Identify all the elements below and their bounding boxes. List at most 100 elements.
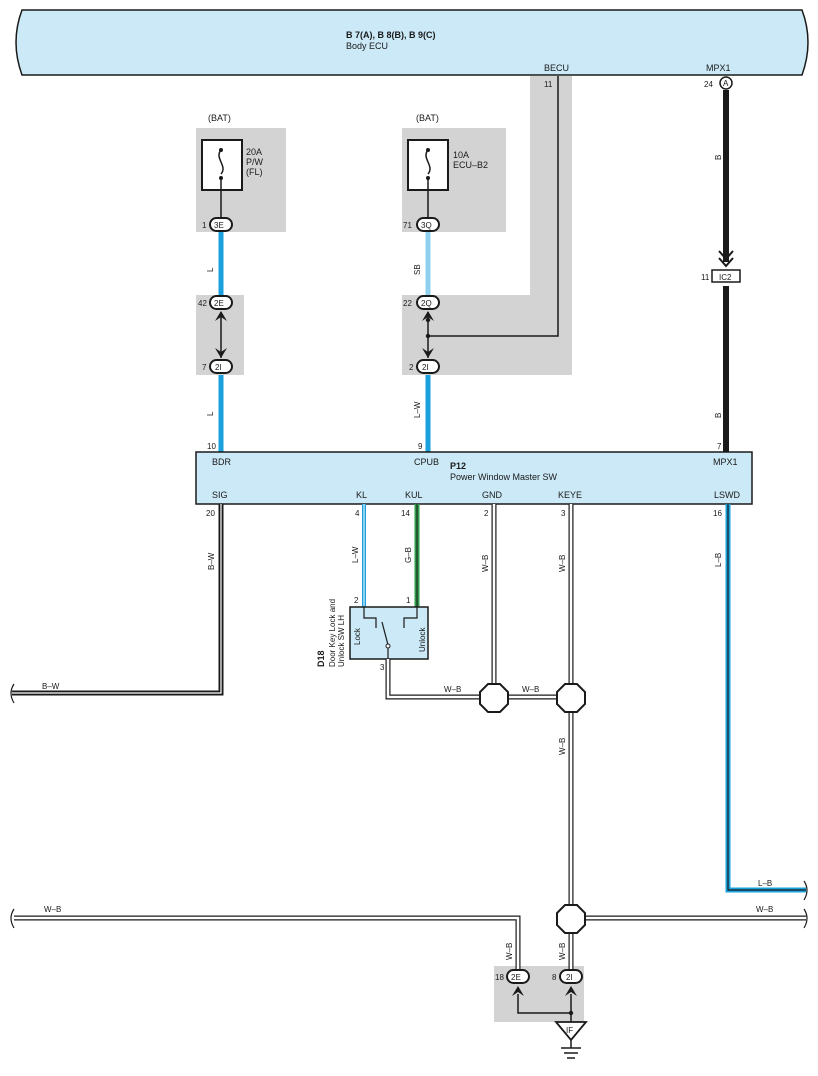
pin-mpx1-num: 7	[717, 442, 722, 451]
connector-2i-num: 7	[202, 363, 207, 372]
junction-2-icon	[556, 683, 586, 713]
wire-lswd-label: L–B	[714, 553, 723, 567]
connector-2e-arrow-icon	[215, 311, 227, 321]
d18-contacts	[363, 607, 418, 628]
wire-kul-label: G–B	[404, 547, 413, 563]
fuse-pw-icon	[218, 149, 224, 175]
pin-bdr-num: 10	[207, 442, 216, 451]
wire-bw-inner	[12, 504, 222, 694]
connector-g2i: 2I	[559, 969, 583, 996]
connector-2i-b: 2I	[416, 348, 440, 374]
d18-pin-gnd-num: 3	[380, 663, 385, 672]
ground-triangle-icon	[554, 1021, 588, 1042]
wire-sb-label: SB	[413, 264, 422, 275]
connector-3e: 3E	[209, 217, 233, 232]
d18-name1: Door Key Lock and	[328, 599, 337, 667]
wire-lb-stripe	[727, 504, 806, 891]
master-sw-id: P12	[450, 461, 466, 471]
ground-label: IF	[566, 1026, 573, 1035]
ground-leads	[517, 994, 572, 1022]
pin-sig-label: SIG	[212, 490, 228, 500]
wire-gnd-label: W–B	[481, 555, 490, 572]
pin-sig-num: 20	[206, 509, 215, 518]
connector-2i-arrow-icon	[215, 348, 227, 358]
connector-a-circle	[719, 76, 733, 90]
body-ecu-pin-becu: BECU	[544, 63, 569, 73]
pin-gnd-label: GND	[482, 490, 503, 500]
pin-cpub-num: 9	[418, 442, 423, 451]
break-left-bw-icon	[10, 683, 15, 704]
fuse-ecu-amp: 10A	[453, 150, 469, 160]
connector-g2e-arrow-icon	[512, 986, 524, 996]
wire-bw-label: B–W	[207, 552, 216, 570]
d18-name2: Unlock SW LH	[337, 615, 346, 667]
pin-gnd-num: 2	[484, 509, 489, 518]
d18-unlock-label: Unlock	[418, 627, 427, 652]
d18-box	[349, 606, 429, 660]
wire-lb-out-label: L–B	[758, 879, 772, 888]
junction-2q-2i-shade	[402, 76, 572, 375]
wire-lb-outer	[725, 504, 806, 893]
fuse-pw-amp: 20A	[246, 147, 262, 157]
wire-g2-label: W–B	[558, 943, 567, 960]
pin-lswd-label: LSWD	[714, 490, 741, 500]
connector-3q-label: 3Q	[421, 221, 432, 230]
connector-3e-label: 3E	[214, 221, 224, 230]
ic2-num: 11	[701, 273, 710, 282]
connector-g2i-num: 8	[552, 973, 557, 982]
body-ecu-name: Body ECU	[346, 41, 388, 51]
d18-pin-lock-num: 2	[354, 596, 359, 605]
connector-2i-b-label: 2I	[422, 363, 429, 372]
connector-2i-b-arrow-icon	[422, 348, 434, 358]
pin-kl-num: 4	[355, 509, 360, 518]
break-left-wb-icon	[10, 908, 15, 929]
wire-j1j2-label: W–B	[522, 685, 539, 694]
connector-3e-num: 1	[202, 221, 207, 230]
fuse-pw-name2: (FL)	[246, 167, 263, 177]
wire-wb-left-label: W–B	[44, 905, 61, 914]
connector-2e: 2E	[209, 295, 233, 321]
connector-2i: 2I	[209, 348, 233, 374]
fuse-pw-name1: P/W	[246, 157, 264, 167]
fuse-ecu-dot-top	[426, 148, 430, 152]
pin-bdr-label: BDR	[212, 457, 232, 467]
connector-g2e-num: 18	[495, 973, 504, 982]
ic2-connector	[711, 269, 741, 283]
break-right-wb-icon	[803, 908, 808, 929]
wire-lw-label: L–W	[413, 401, 422, 418]
wire-d18-wb-label: W–B	[444, 685, 461, 694]
d18-lock-label: Lock	[353, 627, 362, 645]
connector-a-label: A	[723, 79, 729, 88]
wire-wb-right-label: W–B	[756, 905, 773, 914]
body-ecu-box	[15, 9, 809, 76]
body-ecu-pin-becu-num: 11	[544, 80, 553, 89]
connector-2e-num: 42	[198, 299, 207, 308]
connector-2q-arrow-icon	[422, 311, 434, 321]
junction-1-icon	[479, 683, 509, 713]
wire-bw-outer	[12, 504, 224, 696]
wire-keye-label: W–B	[558, 555, 567, 572]
splice-dot-becu	[425, 333, 431, 339]
connector-2e-label: 2E	[214, 299, 224, 308]
ic2-arrow-icon	[718, 250, 734, 268]
pin-kul-num: 14	[401, 509, 410, 518]
connector-2i-label: 2I	[215, 363, 222, 372]
connector-2q-num: 22	[403, 299, 412, 308]
d18-id: D18	[316, 650, 326, 667]
pin-lswd-num: 16	[713, 509, 722, 518]
connector-g2i-label: 2I	[566, 973, 573, 982]
wire-g1-label: W–B	[505, 943, 514, 960]
wire-b-label-2: B	[714, 413, 723, 418]
pin-kul-label: KUL	[405, 490, 423, 500]
becu-wire	[428, 76, 559, 337]
fuse-ecu-name: ECU–B2	[453, 160, 488, 170]
connector-2q: 2Q	[416, 295, 440, 321]
wire-j2-down-label: W–B	[558, 738, 567, 755]
d18-pivot	[385, 643, 391, 649]
wire-kl-label: L–W	[351, 546, 360, 563]
master-sw-name: Power Window Master SW	[450, 472, 558, 482]
fuse-pw-dot-top	[219, 148, 223, 152]
wire-l-label: L	[206, 267, 215, 272]
ground-icon	[561, 1040, 581, 1059]
